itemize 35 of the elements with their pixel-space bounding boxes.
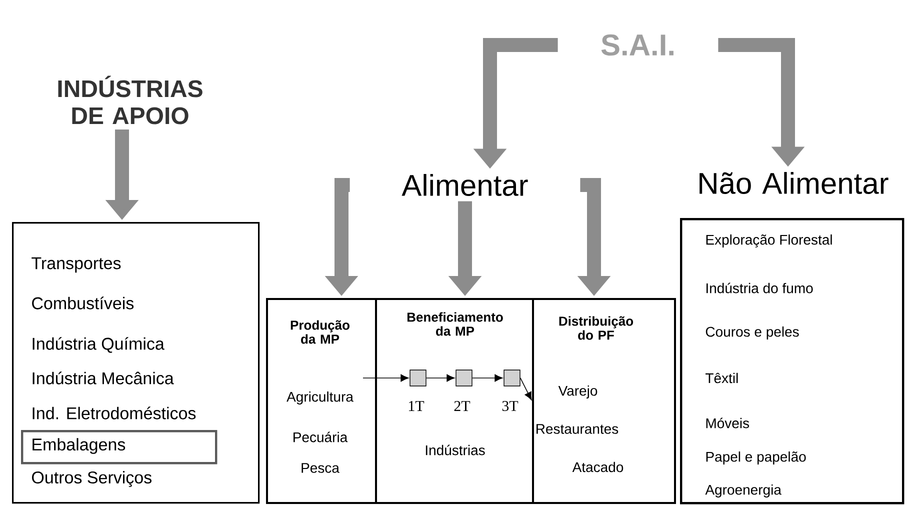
list-item: Outros Serviços (32, 471, 152, 487)
arrow (362, 374, 409, 382)
category-label: Não Alimentar (700, 172, 888, 194)
list-item: Pecuária (294, 432, 348, 442)
column-heading: Produção da MP (290, 320, 350, 344)
list-item: Combustíveis (32, 296, 134, 310)
step-label: 2T (454, 401, 470, 411)
list-item: Indústria do fumo (706, 282, 813, 294)
list-item: Indústria Mecânica (32, 372, 174, 384)
heading: INDÚSTRIAS DE APOIO (58, 76, 202, 124)
list-item: Agricultura (286, 391, 354, 405)
step-label: 1T (409, 401, 424, 411)
column-heading: Beneficiamento da MP (407, 312, 503, 336)
list-item: Couros e peles (706, 326, 799, 340)
list-item: Móveis (706, 418, 750, 428)
list-item: Atacado (572, 462, 624, 472)
list-item: Agroenergia (705, 484, 782, 498)
list-item: Exploração Florestal (706, 234, 832, 248)
arrow (472, 374, 503, 382)
list-item: Embalagens (32, 438, 126, 454)
list-item: Transportes (32, 257, 121, 273)
heading: S.A.I. (601, 34, 674, 56)
column-heading: Distribuição do PF (559, 316, 634, 340)
list-item: Papel e papelão (706, 451, 806, 465)
list-item: Restaurantes (536, 424, 618, 434)
list-item: Indústria Química (32, 337, 164, 353)
arrow (426, 374, 455, 382)
list-item: Ind. Eletrodomésticos (32, 406, 196, 420)
arrow (520, 378, 532, 400)
list-item: Pesca (302, 463, 340, 473)
list-item: Varejo (558, 385, 598, 399)
step-label: 3T (502, 400, 518, 412)
list-item: Indústrias (426, 444, 485, 456)
category-label: Alimentar (402, 174, 528, 196)
list-item: Têxtil (706, 372, 738, 384)
